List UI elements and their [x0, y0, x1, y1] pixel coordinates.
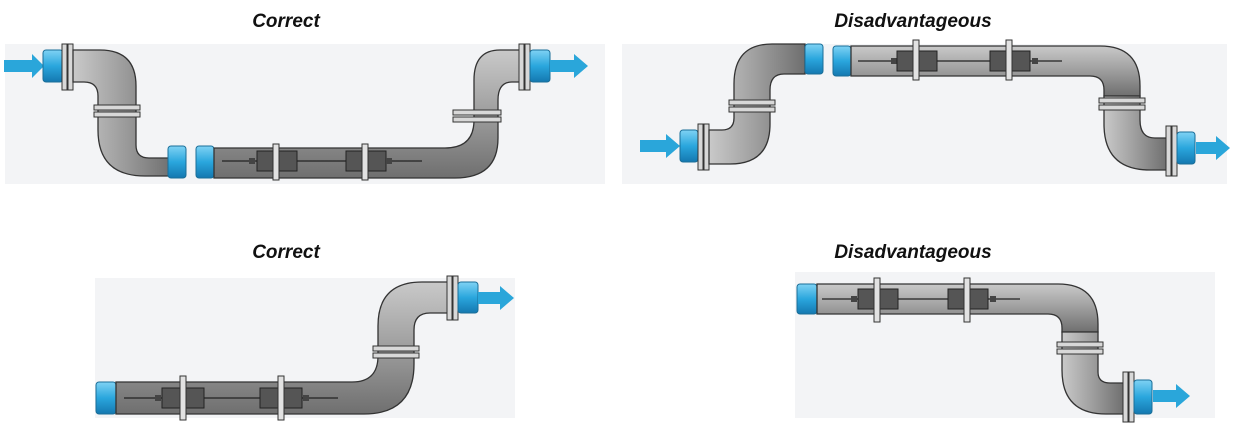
- flange-ring: [1122, 371, 1129, 423]
- flange-ring: [697, 123, 704, 171]
- clamp-band: [963, 277, 971, 323]
- inflow-arrow-icon: [4, 54, 44, 78]
- flange-ring: [452, 275, 459, 321]
- transducer-right: [947, 288, 967, 310]
- transducer-right: [345, 150, 365, 172]
- panel-top-left: [4, 43, 605, 184]
- caption-top-left: Correct: [252, 11, 320, 32]
- pipe-joint-ring: [93, 111, 141, 118]
- pipe-joint-ring: [372, 352, 420, 359]
- blue-flange: [804, 43, 824, 75]
- flange-ring: [1171, 125, 1178, 177]
- caption-top-right: Disadvantageous: [834, 11, 992, 32]
- blue-flange: [679, 129, 699, 163]
- transducer-left: [857, 288, 877, 310]
- cable-connector: [891, 58, 897, 64]
- outflow-arrow-icon: [1153, 384, 1190, 408]
- blue-flange: [796, 283, 818, 315]
- flange-ring: [1165, 125, 1172, 177]
- flange-ring: [61, 43, 68, 91]
- transducer-left: [185, 387, 205, 409]
- cable-connector: [851, 296, 857, 302]
- transducer-left: [278, 150, 298, 172]
- measurement-pipe: [115, 281, 449, 415]
- transducer-left: [161, 387, 181, 409]
- clamp-band: [873, 277, 881, 323]
- blue-flange: [529, 49, 551, 83]
- pipe-joint-ring: [728, 106, 776, 113]
- inflow-arrow-icon: [640, 134, 680, 158]
- cable-connector: [1032, 58, 1038, 64]
- clamp-band: [272, 143, 280, 181]
- transducer-right: [367, 150, 387, 172]
- blue-flange: [1133, 379, 1153, 415]
- blue-flange: [42, 49, 64, 83]
- pipe-joint-ring: [1098, 104, 1146, 111]
- pipe-joint-ring: [452, 109, 502, 116]
- blue-flange: [1176, 131, 1196, 165]
- cable-connector: [249, 158, 255, 164]
- pipe-joint-ring: [93, 104, 141, 111]
- flange-ring: [518, 43, 525, 91]
- panel-top-right: [622, 39, 1230, 184]
- pipe-joint-ring: [372, 345, 420, 352]
- clamp-band: [1005, 39, 1013, 81]
- outflow-arrow-icon: [1196, 136, 1230, 160]
- panel-bottom-left: [95, 275, 515, 421]
- cable-connector: [990, 296, 996, 302]
- caption-bottom-right: Disadvantageous: [834, 242, 992, 263]
- clamp-band: [179, 375, 187, 421]
- transducer-left: [896, 50, 916, 72]
- flange-ring: [1128, 371, 1135, 423]
- transducer-right: [989, 50, 1009, 72]
- transducer-right: [259, 387, 279, 409]
- blue-flange: [95, 381, 117, 415]
- blue-flange: [195, 145, 215, 179]
- cable-connector: [155, 395, 161, 401]
- clamp-band: [277, 375, 285, 421]
- flange-ring: [446, 275, 453, 321]
- transducer-left: [879, 288, 899, 310]
- pipe-joint-ring: [1098, 97, 1146, 104]
- clamp-band: [361, 143, 369, 181]
- flange-ring: [524, 43, 531, 91]
- panel-bottom-right: [795, 272, 1215, 423]
- pipe-joint-ring: [728, 99, 776, 106]
- transducer-right: [283, 387, 303, 409]
- cable-connector: [386, 158, 392, 164]
- transducer-right: [1011, 50, 1031, 72]
- transducer-left: [256, 150, 276, 172]
- blue-flange: [457, 281, 479, 314]
- outflow-arrow-icon: [478, 286, 514, 310]
- transducer-left: [918, 50, 938, 72]
- pipe-joint-ring: [1056, 341, 1104, 348]
- blue-flange: [832, 45, 852, 77]
- pipe-joint-ring: [452, 116, 502, 123]
- pipe-joint-ring: [1056, 348, 1104, 355]
- blue-flange: [167, 145, 187, 179]
- clamp-band: [912, 39, 920, 81]
- flange-ring: [67, 43, 74, 91]
- cable-connector: [303, 395, 309, 401]
- caption-bottom-left: Correct: [252, 242, 320, 263]
- outflow-arrow-icon: [550, 54, 588, 78]
- transducer-right: [969, 288, 989, 310]
- flange-ring: [703, 123, 710, 171]
